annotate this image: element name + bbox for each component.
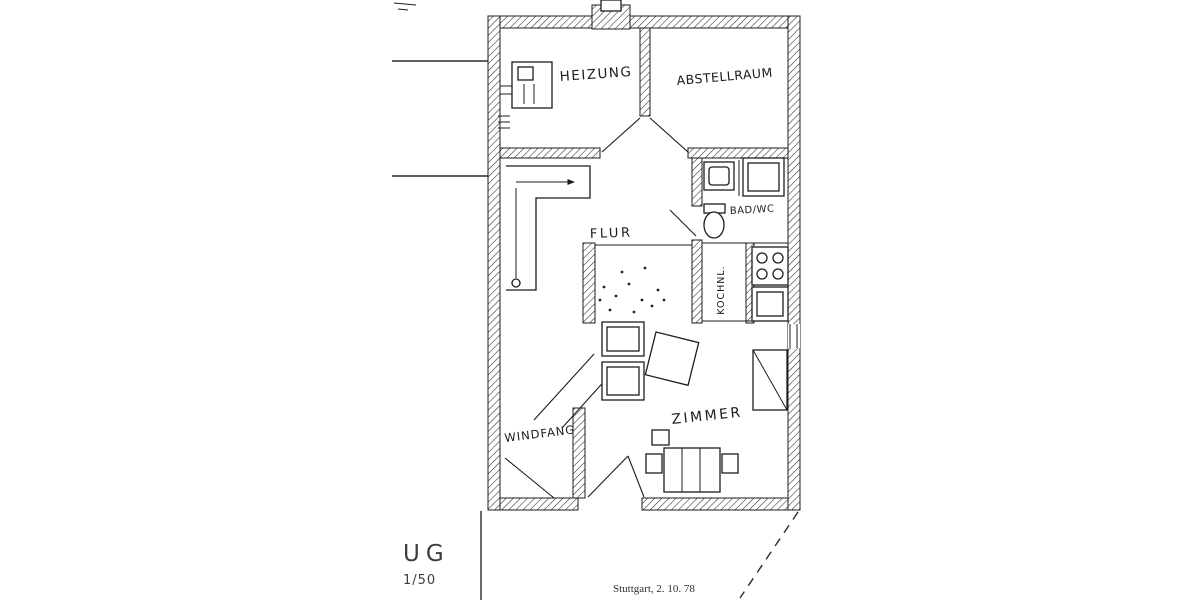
dashed-property-line: [739, 511, 799, 599]
scale-label: 1/50: [403, 573, 436, 588]
boiler-symbol: [498, 61, 553, 129]
room-label-abstellraum: ABSTELLRAUM: [676, 65, 773, 88]
stove-symbol: [751, 246, 789, 286]
dining-table-symbol: [645, 429, 739, 493]
room-label-windfang: WINDFANG: [504, 422, 576, 445]
seat-symbol: [601, 361, 645, 401]
room-label-bad-wc: BAD/WC: [730, 204, 775, 217]
site-boundary-lines: [392, 60, 488, 600]
seat-symbol: [601, 321, 645, 357]
bathroom-fixtures: [703, 157, 785, 239]
floor-label: UG: [403, 541, 450, 567]
fridge-symbol: [752, 349, 788, 411]
shower-symbol: [742, 157, 785, 197]
room-label-heizung: HEIZUNG: [559, 64, 633, 85]
stray-pen-marks: [393, 2, 417, 11]
toilet-symbol: [703, 203, 726, 239]
pencil-dots: [598, 266, 666, 314]
staircase: [506, 165, 591, 291]
room-label-zimmer: ZIMMER: [671, 405, 744, 428]
interior-walls: [499, 27, 789, 499]
kitchen-sink-symbol: [751, 286, 789, 322]
room-label-flur: FLUR: [590, 226, 633, 242]
kitchenette-appliances: [751, 246, 789, 411]
room-label-kochnl: KOCHNL.: [716, 265, 727, 314]
footnote-place-date: Stuttgart, 2. 10. 78: [613, 583, 695, 595]
window-right-wall: [788, 324, 800, 348]
tilted-armchair-symbol: [644, 331, 700, 387]
chimney: [591, 0, 631, 30]
zimmer-furniture: [601, 321, 739, 493]
